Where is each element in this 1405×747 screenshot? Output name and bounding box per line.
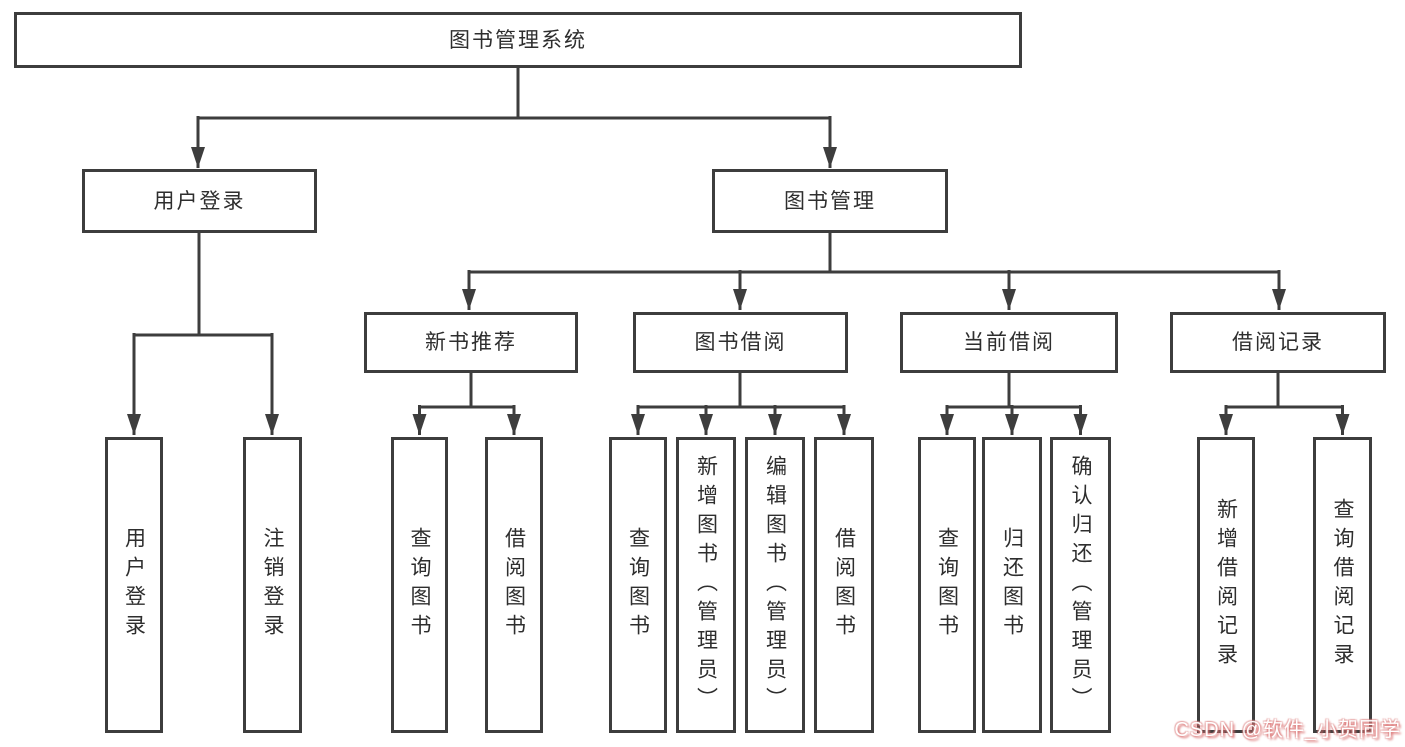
node-leaf-borrow-books-2: 借阅图书	[814, 437, 874, 733]
node-label: 查询图书	[408, 527, 431, 643]
node-label: 借阅记录	[1232, 331, 1324, 354]
node-leaf-query-books-2: 查询图书	[609, 437, 667, 733]
node-label: 归还图书	[1000, 527, 1024, 643]
node-leaf-query-borrow-record: 查询借阅记录	[1313, 437, 1372, 733]
node-borrow-records: 借阅记录	[1170, 312, 1386, 373]
node-current-borrow: 当前借阅	[900, 312, 1118, 373]
node-label: 注销登录	[261, 527, 284, 643]
node-user-login: 用户登录	[82, 169, 317, 233]
node-label: 借阅图书	[832, 527, 856, 643]
node-label: 借阅图书	[502, 527, 526, 643]
node-label: 编辑图书（管理员）	[763, 454, 787, 716]
node-book-borrow: 图书借阅	[633, 312, 848, 373]
node-label: 用户登录	[122, 527, 146, 643]
node-label: 新增借阅记录	[1214, 498, 1238, 672]
node-leaf-confirm-return-admin: 确认归还（管理员）	[1050, 437, 1111, 733]
node-leaf-query-books-1: 查询图书	[391, 437, 448, 733]
node-label: 新增图书（管理员）	[694, 454, 718, 716]
connector-current-borrow	[940, 371, 1088, 435]
node-leaf-user-login: 用户登录	[105, 437, 163, 733]
csdn-watermark: CSDN @软件_小贺同学	[1174, 719, 1401, 741]
node-label: 图书管理系统	[449, 28, 587, 52]
connector-new-book-recommend	[412, 371, 521, 435]
node-label: 图书借阅	[694, 331, 787, 354]
node-label: 当前借阅	[963, 331, 1055, 354]
connector-book-management	[462, 231, 1286, 310]
node-leaf-add-borrow-record: 新增借阅记录	[1197, 437, 1255, 733]
node-label: 新书推荐	[425, 331, 517, 354]
node-leaf-borrow-books-1: 借阅图书	[485, 437, 543, 733]
node-leaf-return-books: 归还图书	[982, 437, 1042, 733]
connector-root	[191, 66, 837, 168]
node-leaf-edit-books-admin: 编辑图书（管理员）	[745, 437, 805, 733]
node-label: 用户登录	[153, 189, 246, 213]
node-label: 查询图书	[626, 527, 650, 643]
node-new-book-recommend: 新书推荐	[364, 312, 578, 373]
node-book-management: 图书管理	[712, 169, 948, 233]
node-leaf-logout: 注销登录	[243, 437, 302, 733]
node-label: 查询借阅记录	[1331, 498, 1354, 672]
connector-book-borrow	[631, 371, 851, 435]
node-root-system: 图书管理系统	[14, 12, 1022, 68]
node-label: 图书管理	[784, 189, 876, 213]
node-label: 确认归还（管理员）	[1069, 454, 1092, 716]
connector-user-login	[127, 231, 279, 435]
connector-borrow-records	[1219, 371, 1350, 435]
node-leaf-query-books-3: 查询图书	[918, 437, 976, 733]
node-leaf-add-books-admin: 新增图书（管理员）	[676, 437, 736, 733]
node-label: 查询图书	[935, 527, 959, 643]
